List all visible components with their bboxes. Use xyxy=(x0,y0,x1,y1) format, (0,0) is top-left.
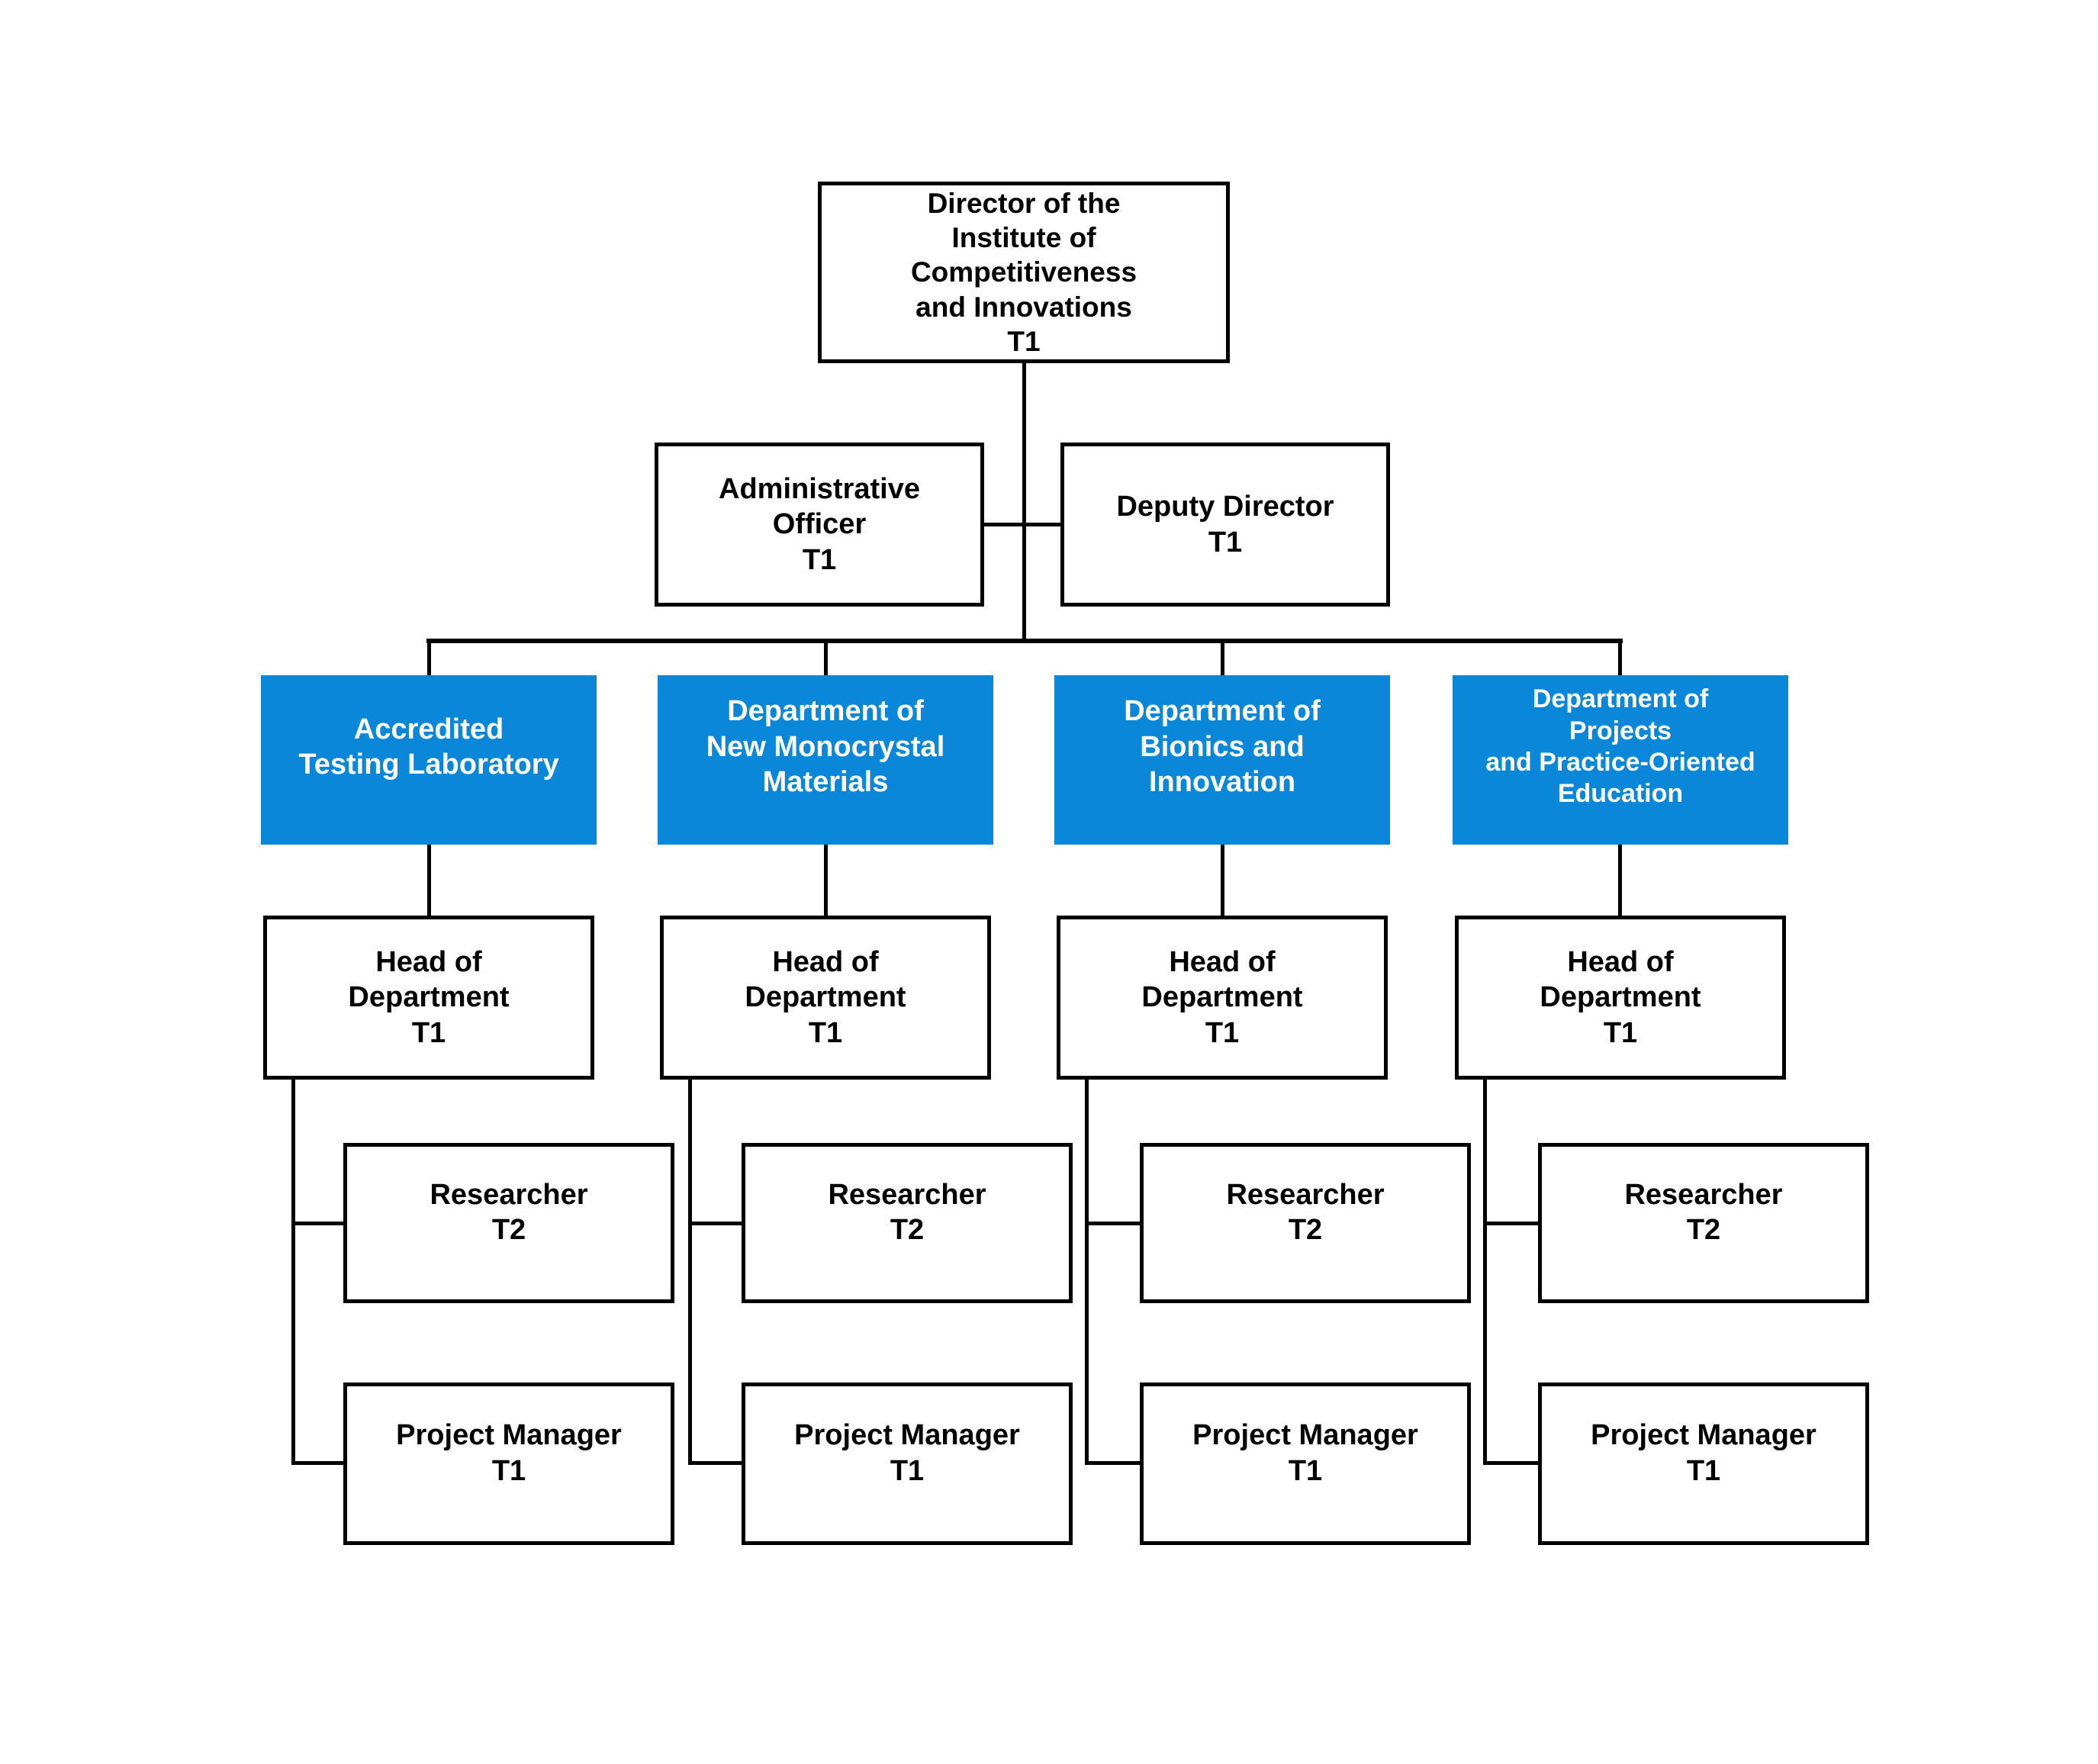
connector-researcher-stub-3 xyxy=(1085,1222,1143,1225)
connector-dept-to-head-3 xyxy=(1221,845,1224,916)
node-administrative-officer: Administrative Officer T1 xyxy=(655,443,984,607)
connector-head-hanging-2 xyxy=(688,1080,692,1465)
connector-dept-to-head-4 xyxy=(1618,845,1622,916)
connector-admin-deputy xyxy=(984,523,1060,526)
connector-bar-to-dept-4 xyxy=(1618,641,1622,675)
node-deputy-director: Deputy Director T1 xyxy=(1060,443,1390,607)
connector-bar-to-dept-1 xyxy=(427,641,431,675)
node-project-manager-1: Project Manager T1 xyxy=(343,1383,674,1545)
node-head-of-department-1: Head of Department T1 xyxy=(263,916,594,1080)
node-researcher-4: Researcher T2 xyxy=(1538,1143,1869,1303)
connector-head-hanging-3 xyxy=(1085,1080,1089,1465)
node-department-accredited-testing-laboratory: Accredited Testing Laboratory xyxy=(261,675,597,845)
connector-pm-stub-3 xyxy=(1085,1461,1143,1465)
connector-bar-to-dept-3 xyxy=(1221,641,1224,675)
node-project-manager-2: Project Manager T1 xyxy=(742,1383,1073,1545)
node-head-of-department-3: Head of Department T1 xyxy=(1057,916,1388,1080)
node-project-manager-4: Project Manager T1 xyxy=(1538,1383,1869,1545)
connector-main-bar xyxy=(426,639,1623,643)
node-department-projects-practice-oriented-education: Department of Projects and Practice-Orie… xyxy=(1453,675,1788,845)
connector-researcher-stub-4 xyxy=(1483,1222,1541,1225)
node-head-of-department-2: Head of Department T1 xyxy=(660,916,991,1080)
node-director: Director of the Institute of Competitive… xyxy=(818,182,1230,363)
node-department-bionics-and-innovation: Department of Bionics and Innovation xyxy=(1054,675,1390,845)
node-head-of-department-4: Head of Department T1 xyxy=(1455,916,1786,1080)
connector-director-vertical xyxy=(1022,363,1026,643)
connector-head-hanging-1 xyxy=(291,1080,295,1465)
connector-bar-to-dept-2 xyxy=(824,641,828,675)
node-researcher-2: Researcher T2 xyxy=(742,1143,1073,1303)
connector-head-hanging-4 xyxy=(1483,1080,1487,1465)
connector-dept-to-head-2 xyxy=(824,845,828,916)
node-researcher-3: Researcher T2 xyxy=(1140,1143,1471,1303)
connector-pm-stub-1 xyxy=(291,1461,346,1465)
node-project-manager-3: Project Manager T1 xyxy=(1140,1383,1471,1545)
node-researcher-1: Researcher T2 xyxy=(343,1143,674,1303)
connector-dept-to-head-1 xyxy=(427,845,431,916)
connector-pm-stub-2 xyxy=(688,1461,745,1465)
node-department-new-monocrystal-materials: Department of New Monocrystal Materials xyxy=(658,675,993,845)
connector-pm-stub-4 xyxy=(1483,1461,1541,1465)
connector-researcher-stub-1 xyxy=(291,1222,346,1225)
connector-researcher-stub-2 xyxy=(688,1222,745,1225)
